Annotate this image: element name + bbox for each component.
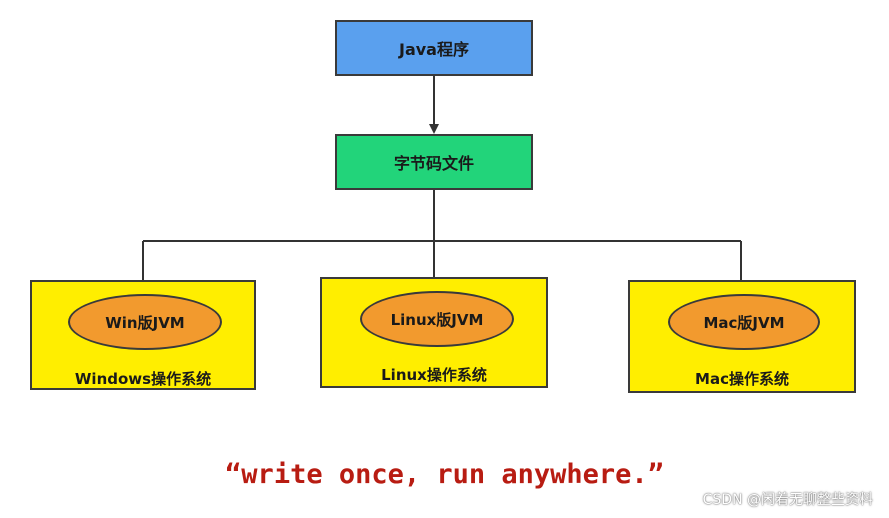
- linux-os-box: Linux版JVM Linux操作系统: [320, 277, 548, 388]
- mac-os-box: Mac版JVM Mac操作系统: [628, 280, 856, 393]
- windows-jvm-label: Win版JVM: [105, 313, 185, 332]
- java-program-label: Java程序: [399, 40, 469, 59]
- java-program-box: Java程序: [335, 20, 533, 76]
- slogan-text: “write once, run anywhere.”: [225, 459, 664, 490]
- mac-os-label: Mac操作系统: [695, 370, 789, 388]
- bytecode-file-box: 字节码文件: [335, 134, 533, 190]
- mac-jvm-label: Mac版JVM: [703, 313, 785, 332]
- linux-os-label: Linux操作系统: [381, 366, 487, 384]
- bytecode-file-label: 字节码文件: [393, 154, 474, 173]
- linux-jvm-label: Linux版JVM: [390, 310, 484, 329]
- linux-jvm-ellipse: Linux版JVM: [360, 291, 514, 347]
- windows-os-label: Windows操作系统: [74, 370, 212, 388]
- windows-jvm-ellipse: Win版JVM: [68, 294, 222, 350]
- windows-os-box: Win版JVM Windows操作系统: [30, 280, 256, 390]
- mac-jvm-ellipse: Mac版JVM: [668, 294, 820, 350]
- watermark-text: CSDN @闲着无聊整些资料: [702, 492, 873, 508]
